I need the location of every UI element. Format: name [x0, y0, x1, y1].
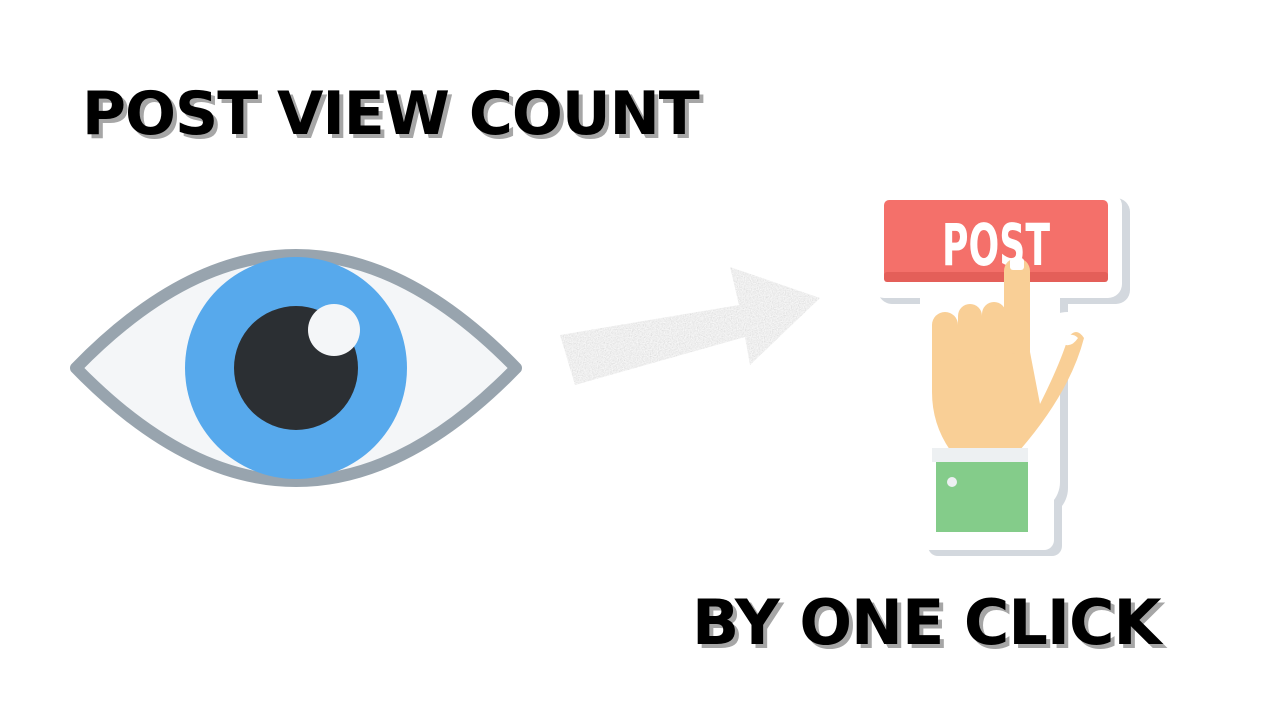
arrow-shape	[560, 267, 820, 385]
eye-icon	[70, 249, 522, 487]
headline-title: POST VIEW COUNT	[82, 79, 700, 149]
headline-subtitle: BY ONE CLICK	[692, 586, 1161, 659]
shirt-cuff	[932, 448, 1028, 462]
eye-highlight	[308, 304, 360, 356]
thumb-nail	[1060, 334, 1078, 346]
finger-nail	[1010, 258, 1024, 270]
shirt-sleeve	[936, 462, 1028, 532]
post-button-bg	[884, 200, 1108, 282]
post-button-base	[884, 272, 1108, 282]
post-button[interactable]: POST	[884, 200, 1108, 282]
pointing-hand-icon: POST	[870, 192, 1130, 556]
post-button-label: POST	[942, 211, 1050, 279]
arrow-right-icon	[560, 267, 820, 385]
sleeve-button	[947, 477, 957, 487]
hand-shape	[932, 258, 1084, 450]
